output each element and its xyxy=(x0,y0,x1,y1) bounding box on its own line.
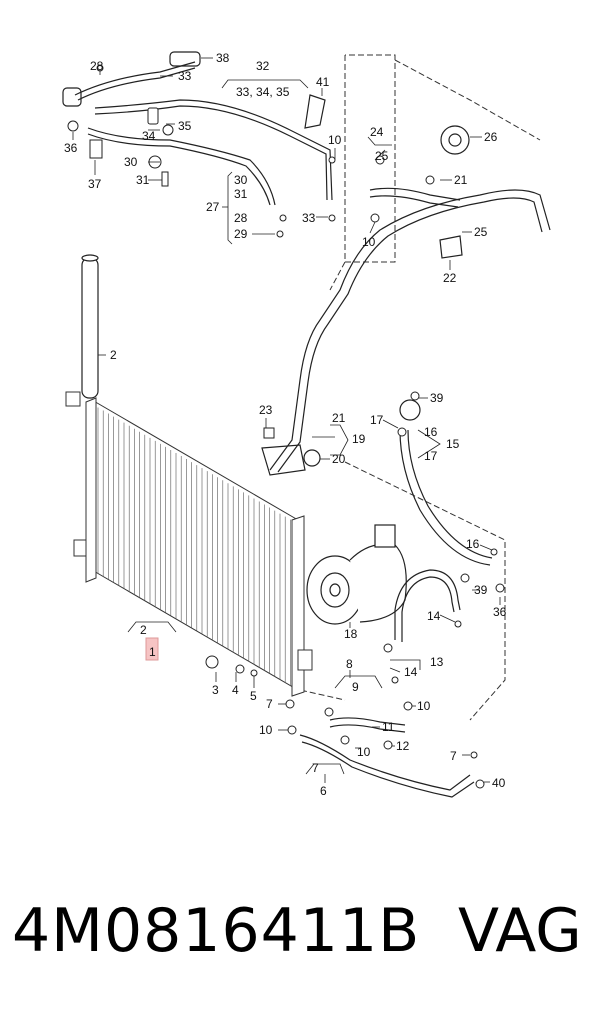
callout-17: 17 xyxy=(424,449,438,463)
callout-22: 22 xyxy=(443,271,457,285)
receiver-drier xyxy=(81,254,99,399)
part-1-highlight xyxy=(145,637,159,661)
callout-12: 12 xyxy=(396,739,410,753)
callout-11: 11 xyxy=(382,720,395,734)
callout-15: 15 xyxy=(446,437,460,451)
callout-labels: 38 28 33 32 33, 34, 35 41 34 35 36 26 10… xyxy=(64,51,507,798)
callout-23: 23 xyxy=(259,403,273,417)
callout-30: 30 xyxy=(234,173,248,187)
callout-21: 21 xyxy=(332,411,346,425)
ac-system-exploded-diagram: 38 28 33 32 33, 34, 35 41 34 35 36 26 10… xyxy=(62,51,551,798)
callout-7: 7 xyxy=(312,761,319,775)
callout-2: 2 xyxy=(140,623,147,637)
callout-40: 40 xyxy=(492,776,506,790)
callout-33-34-35: 33, 34, 35 xyxy=(236,85,290,99)
callout-13: 13 xyxy=(430,655,444,669)
callout-17: 17 xyxy=(370,413,384,427)
callout-16: 16 xyxy=(466,537,480,551)
callout-39: 39 xyxy=(474,583,488,597)
callout-33: 33 xyxy=(178,69,192,83)
callout-41: 41 xyxy=(316,75,330,89)
callout-25: 25 xyxy=(375,149,389,163)
liquid-line xyxy=(269,125,551,473)
callout-37: 37 xyxy=(88,177,102,191)
brand-label: VAG xyxy=(458,896,582,966)
callout-28: 28 xyxy=(234,211,248,225)
leader-lines xyxy=(72,57,501,783)
callout-5: 5 xyxy=(250,689,257,703)
callout-30: 30 xyxy=(124,155,138,169)
callout-7: 7 xyxy=(450,749,457,763)
callout-8: 8 xyxy=(346,657,353,671)
callout-4: 4 xyxy=(232,683,239,697)
callout-10: 10 xyxy=(259,723,273,737)
callout-10: 10 xyxy=(357,745,371,759)
compressor xyxy=(306,524,407,625)
callout-2: 2 xyxy=(110,348,117,362)
callout-18: 18 xyxy=(344,627,358,641)
callout-26: 26 xyxy=(484,130,498,144)
callout-35: 35 xyxy=(178,119,192,133)
callout-32: 32 xyxy=(256,59,270,73)
callout-36: 36 xyxy=(493,605,507,619)
condenser-fins xyxy=(97,407,291,686)
callout-39: 39 xyxy=(430,391,444,405)
callout-20: 20 xyxy=(332,452,346,466)
callout-6: 6 xyxy=(320,784,327,798)
callout-10: 10 xyxy=(328,133,342,147)
callout-24: 24 xyxy=(370,125,384,139)
callout-19: 19 xyxy=(352,432,366,446)
part-number: 4M0816411B xyxy=(12,896,421,966)
compressor-hoses xyxy=(261,399,493,798)
callout-28: 28 xyxy=(90,59,104,73)
callout-27: 27 xyxy=(206,200,220,214)
callout-14: 14 xyxy=(427,609,441,623)
callout-29: 29 xyxy=(234,227,248,241)
callout-3: 3 xyxy=(212,683,219,697)
callout-38: 38 xyxy=(216,51,230,65)
callout-1: 1 xyxy=(149,645,156,659)
callout-7: 7 xyxy=(266,697,273,711)
callout-10: 10 xyxy=(417,699,431,713)
condenser xyxy=(65,391,313,697)
callout-10: 10 xyxy=(362,235,376,249)
callout-16: 16 xyxy=(424,425,438,439)
callout-21: 21 xyxy=(454,173,468,187)
callout-9: 9 xyxy=(352,680,359,694)
callout-14: 14 xyxy=(404,665,418,679)
callout-33: 33 xyxy=(302,211,316,225)
upper-hose-assembly xyxy=(62,51,333,206)
callout-34: 34 xyxy=(142,129,156,143)
callout-25: 25 xyxy=(474,225,488,239)
callout-31: 31 xyxy=(136,173,150,187)
small-fittings xyxy=(67,64,505,789)
callout-36: 36 xyxy=(64,141,78,155)
callout-31: 31 xyxy=(234,187,248,201)
